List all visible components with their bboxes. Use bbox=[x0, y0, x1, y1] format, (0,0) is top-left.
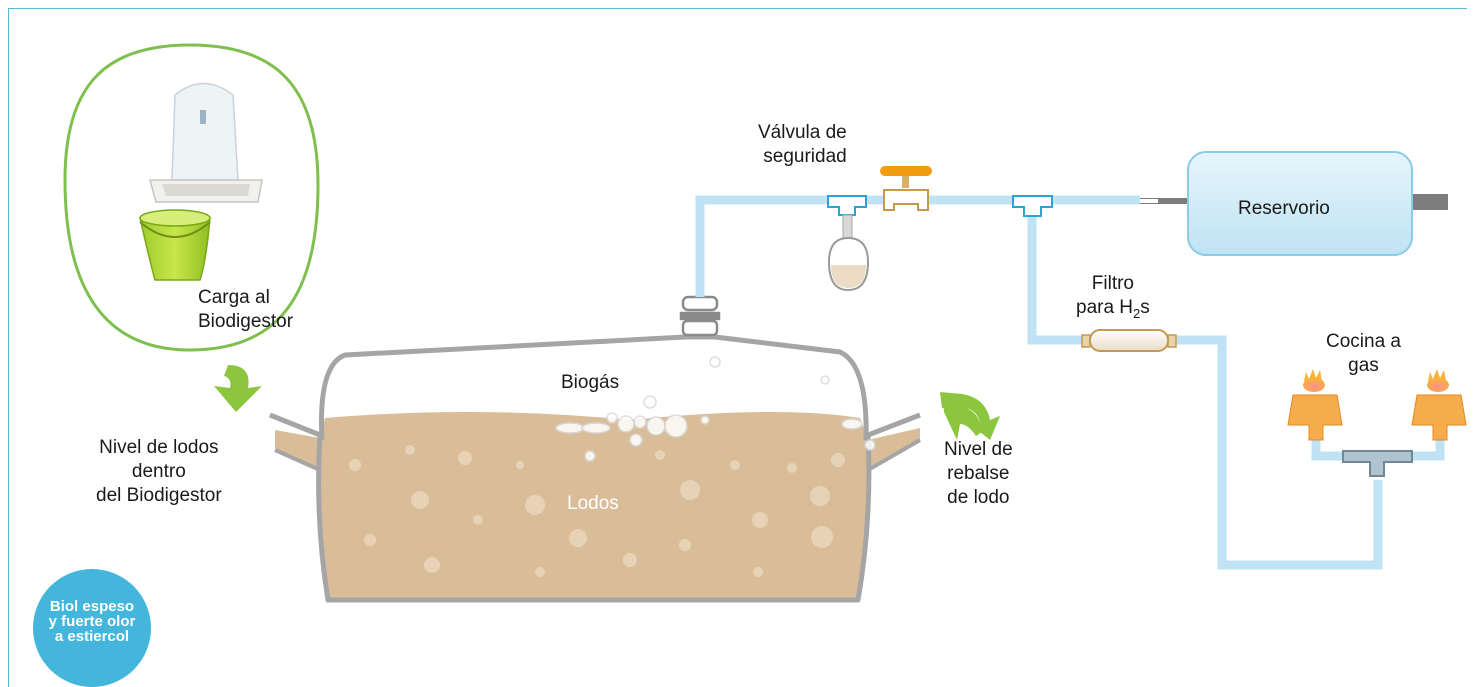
gas-burner-icon bbox=[1411, 369, 1467, 441]
cocina-label: Cocina a gas bbox=[1326, 330, 1401, 378]
pipe-tee-icon bbox=[827, 195, 867, 216]
h2s-filter-icon bbox=[1081, 329, 1177, 352]
loading-illustration bbox=[63, 43, 320, 352]
carga-label-line: Biodigestor bbox=[198, 311, 294, 332]
nivel-rebalse-line: Nivel de bbox=[944, 439, 1013, 460]
nivel-lodos-label: Nivel de lodos dentro del Biodigestor bbox=[96, 436, 222, 508]
biogas-label: Biogás bbox=[561, 372, 620, 393]
sludge-bubbles bbox=[349, 445, 845, 577]
cocina-line: Cocina a bbox=[1326, 331, 1401, 352]
water-trap-icon bbox=[827, 214, 870, 292]
bucket-icon bbox=[139, 209, 211, 281]
carga-label-line: Carga al bbox=[198, 287, 270, 308]
badge-line: a estiercol bbox=[54, 627, 130, 645]
green-arrow-icon bbox=[214, 365, 262, 412]
green-arrow-icon bbox=[942, 392, 982, 440]
badge-line: Biol espeso bbox=[49, 597, 135, 615]
valvula-label: Válvula de seguridad bbox=[758, 121, 847, 169]
nivel-lodos-line: del Biodigestor bbox=[96, 485, 222, 506]
sludge-fill bbox=[275, 411, 920, 600]
gas-pipes bbox=[695, 195, 1445, 570]
green-arrow-icon bbox=[940, 392, 1000, 440]
badge-line: y fuerte olor bbox=[48, 612, 136, 630]
nivel-rebalse-label: Nivel de rebalse de lodo bbox=[944, 438, 1013, 510]
filtro-prefix: para H bbox=[1076, 297, 1134, 318]
lodos-label: Lodos bbox=[567, 493, 619, 514]
filtro-label: Filtro para H2s bbox=[1076, 272, 1150, 326]
status-badge: Biol espeso y fuerte olor a estiercol bbox=[33, 569, 151, 687]
reservoir-outlet bbox=[1410, 194, 1448, 210]
reservorio-label: Reservorio bbox=[1238, 198, 1330, 219]
nivel-rebalse-line: de lodo bbox=[947, 487, 1010, 508]
filtro-line: para H2s bbox=[1076, 296, 1150, 326]
gas-burner-icon bbox=[1287, 369, 1343, 441]
pipe-tee-icon bbox=[1342, 450, 1413, 477]
feeding-trough-icon bbox=[149, 82, 263, 203]
reservoir-inlet bbox=[1140, 198, 1190, 204]
reservoir-tank bbox=[1187, 151, 1413, 256]
nivel-lodos-line: Nivel de lodos bbox=[99, 437, 219, 458]
valvula-line: seguridad bbox=[763, 146, 847, 167]
filtro-line: Filtro bbox=[1091, 273, 1134, 294]
bubbles bbox=[555, 356, 876, 462]
tank-outlet-fitting bbox=[679, 295, 721, 337]
valvula-line: Válvula de bbox=[758, 122, 847, 143]
carga-label: Carga al Biodigestor bbox=[198, 286, 293, 334]
biodigester-tank bbox=[269, 295, 921, 603]
nivel-lodos-line: dentro bbox=[131, 461, 186, 482]
filtro-suffix: s bbox=[1140, 297, 1150, 318]
safety-valve-icon bbox=[880, 166, 932, 211]
diagram-frame bbox=[8, 8, 1467, 687]
pipe-tee-icon bbox=[1012, 195, 1053, 217]
filtro-subscript: 2 bbox=[1133, 305, 1141, 321]
cocina-line: gas bbox=[1348, 355, 1379, 376]
nivel-rebalse-line: rebalse bbox=[947, 463, 1010, 484]
